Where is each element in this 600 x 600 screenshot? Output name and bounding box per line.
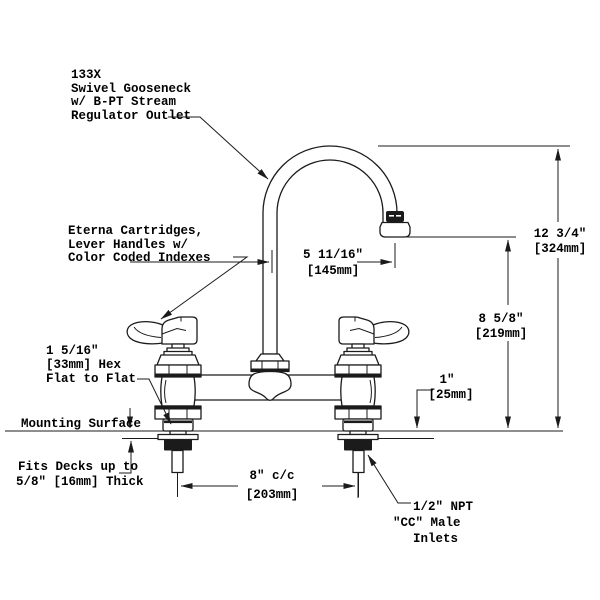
dimension-overall-height: 12 3/4" [324mm]: [378, 145, 587, 429]
gooseneck-spout: [262, 145, 411, 355]
dim-overall-height-in: 12 3/4": [534, 227, 587, 241]
inlet-shank: [171, 449, 184, 474]
locknut: [164, 439, 192, 451]
dim-body-to-deck-mm: [25mm]: [428, 388, 473, 402]
label-spout-line1: 133X: [71, 68, 102, 82]
label-spout-line2: Swivel Gooseneck: [71, 82, 192, 96]
label-deck-line2: 5/8" [16mm] Thick: [16, 475, 144, 489]
label-mounting-surface: Mounting Surface: [21, 417, 141, 431]
leader-cartridge-label: [160, 256, 249, 320]
label-inlets-line3: Inlets: [413, 532, 458, 546]
dimension-inlet-centers: 8" c/c [203mm]: [180, 469, 359, 502]
dimension-outlet-height: 8 5/8" [219mm]: [404, 236, 528, 429]
label-hex: 1 5/16" [33mm] Hex Flat to Flat: [46, 344, 136, 386]
label-inlets: 1/2" NPT "CC" Male Inlets: [393, 500, 474, 546]
dim-overall-height-mm: [324mm]: [534, 242, 587, 256]
lever-handle: [126, 316, 198, 345]
label-deck-line1: Fits Decks up to: [18, 460, 138, 474]
dim-outlet-height-mm: [219mm]: [475, 327, 528, 341]
left-valve-assembly: [126, 316, 202, 497]
aerator-outlet-tip: [379, 221, 411, 238]
label-inlets-line2: "CC" Male: [393, 516, 461, 530]
leader-spout-label: [168, 116, 269, 180]
label-cartridges-line1: Eterna Cartridges,: [68, 224, 203, 238]
dim-body-to-deck-in: 1": [439, 373, 454, 387]
label-hex-line3: Flat to Flat: [46, 372, 136, 386]
dim-spout-reach-in: 5 11/16": [303, 248, 363, 262]
label-cartridges-line2: Lever Handles w/: [68, 238, 188, 252]
right-valve-assembly: [334, 316, 410, 498]
dim-inlet-centers-in: 8" c/c: [249, 469, 294, 483]
dimension-deck-thickness: [119, 408, 134, 474]
label-spout: 133X Swivel Gooseneck w/ B-PT Stream Reg…: [71, 68, 192, 123]
center-coupling: [248, 353, 292, 401]
label-deck: Fits Decks up to 5/8" [16mm] Thick: [16, 460, 144, 489]
faucet-assembly: [126, 145, 411, 498]
dimension-body-to-deck: 1" [25mm]: [414, 373, 474, 429]
dim-outlet-height-in: 8 5/8": [478, 312, 523, 326]
dimension-spout-reach: 5 11/16" [145mm]: [130, 243, 396, 278]
label-spout-line3: w/ B-PT Stream: [71, 95, 177, 109]
ts-brand-mark: [386, 211, 404, 222]
dim-spout-reach-mm: [145mm]: [307, 264, 360, 278]
label-cartridges: Eterna Cartridges, Lever Handles w/ Colo…: [68, 224, 211, 265]
label-inlets-line1: 1/2" NPT: [413, 500, 474, 514]
label-hex-line2: [33mm] Hex: [46, 358, 122, 372]
dim-inlet-centers-mm: [203mm]: [246, 488, 299, 502]
leader-hex-label: [137, 378, 172, 425]
leader-inlet-label: [367, 454, 411, 504]
label-cartridges-line3: Color Coded Indexes: [68, 251, 211, 265]
label-hex-line1: 1 5/16": [46, 344, 99, 358]
label-spout-line4: Regulator Outlet: [71, 109, 191, 123]
swivel-base-dome: [248, 370, 292, 401]
